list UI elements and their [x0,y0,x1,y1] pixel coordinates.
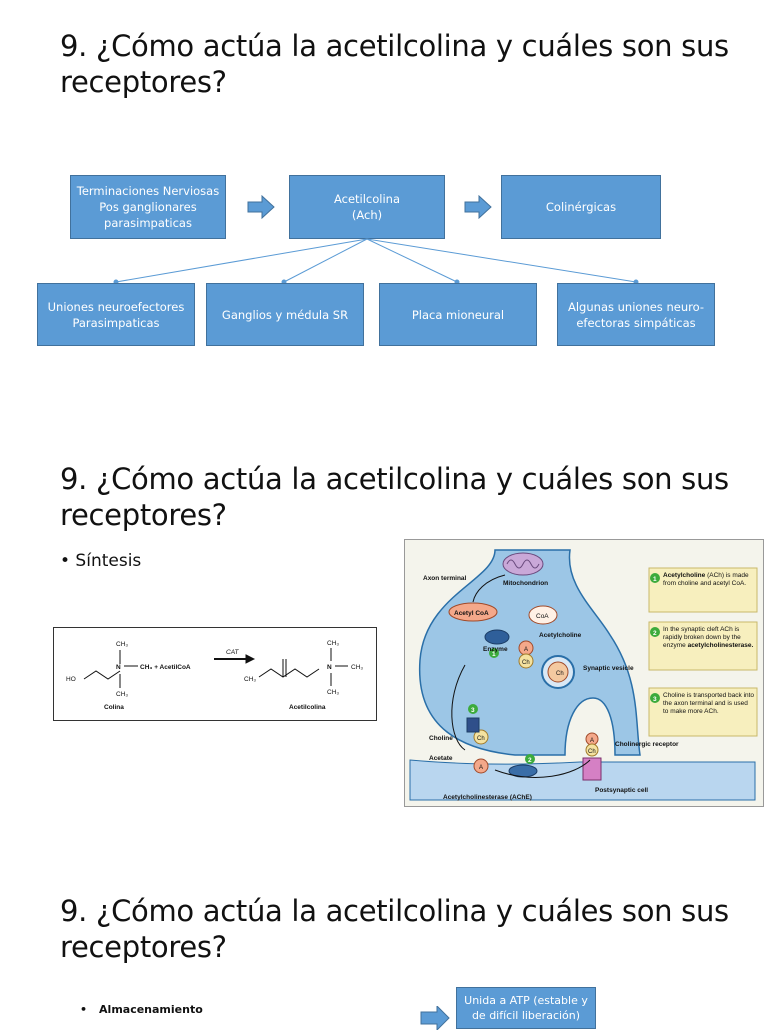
molecule-ach-vesicle: Ch [556,671,564,677]
ch3-right-product: CH₃ [351,664,363,671]
colina-label: Colina [104,704,124,711]
label-cholinergic-receptor: Cholinergic receptor [615,741,679,748]
label-acetylcholine: Acetylcholine [539,632,582,639]
box-atp: Unida a ATP (estable y de difícil libera… [456,987,596,1029]
right-arrow-icon [247,195,275,219]
box-colinergicas: Colinérgicas [501,175,661,239]
ch3-top: CH₃ [116,641,128,648]
label-choline: Choline [429,735,453,742]
n-atom: N [116,664,121,671]
ch3-bottom-product: CH₃ [327,689,339,696]
label-acetate: Acetate [429,755,453,762]
ch3-left-product: CH₃ [244,676,256,683]
reaction-diagram: CH₃ N CH₃ HO CH₃ + AcetilCoA CAT CH₃ CH₃… [53,627,377,721]
bullet-almacenamiento: •Almacenamiento [80,1003,203,1016]
label-ache: Acetylcholinesterase (AChE) [443,794,532,801]
label-acetyl-coa: Acetyl CoA [454,610,489,617]
step-number-2: 2 [528,757,532,764]
molecule-a-3: A [590,738,594,744]
callout-3: Choline is transported back into the axo… [663,692,755,715]
ho-group: HO [66,676,76,683]
acetilcolina-label: Acetilcolina [289,704,326,711]
callout-number-3: 3 [653,696,657,703]
callout-number-1: 1 [653,576,657,583]
box-acetilcolina: Acetilcolina (Ach) [289,175,445,239]
label-axon-terminal: Axon terminal [423,575,467,582]
box-terminaciones: Terminaciones Nerviosas Pos ganglionares… [70,175,226,239]
label-coa: CoA [536,613,549,620]
box-ganglios: Ganglios y médula SR [206,283,364,346]
label-postsynaptic: Postsynaptic cell [595,787,648,794]
box-uniones: Uniones neuroefectores Parasimpaticas [37,283,195,346]
slide3-title: 9. ¿Cómo actúa la acetilcolina y cuáles … [60,894,729,964]
slide2-title: 9. ¿Cómo actúa la acetilcolina y cuáles … [60,462,729,532]
molecule-ch-1: Ch [522,660,530,666]
bullet-sintesis: • Síntesis [60,551,142,571]
ch3-top-product: CH₃ [327,640,339,647]
box-algunas: Algunas uniones neuro- efectoras simpáti… [557,283,715,346]
label-enzyme: Enzyme [483,646,508,653]
callout-1: Acetylcholine (ACh) is made from choline… [663,572,749,587]
right-arrow-icon [420,1006,450,1030]
n-atom-product: N [327,664,332,671]
enzyme-cat: CAT [226,649,240,656]
callout-number-2: 2 [653,630,657,637]
molecule-a-1: A [524,647,528,653]
ch3-bottom: CH₃ [116,691,128,698]
callout-2: In the synaptic cleft ACh is rapidly bro… [663,626,754,649]
step-number-1: 1 [492,651,496,658]
box-placa: Placa mioneural [379,283,537,346]
connector-lines [113,238,639,285]
ach-synthesis-figure: 1 2 3 1 3 2 Axon terminal Mitochondrion … [404,539,764,807]
right-arrow-icon [464,195,492,219]
label-mitochondrion: Mitochondrion [503,580,548,587]
label-synaptic-vesicle: Synaptic vesicle [583,665,634,672]
molecule-a-2: A [479,765,483,771]
slide1-title: 9. ¿Cómo actúa la acetilcolina y cuáles … [60,29,729,99]
reaction-substrate: CH₃ + AcetilCoA [140,664,191,671]
step-number-3: 3 [471,707,475,714]
molecule-ch-3: Ch [588,749,596,755]
molecule-ch-2: Ch [477,736,485,742]
